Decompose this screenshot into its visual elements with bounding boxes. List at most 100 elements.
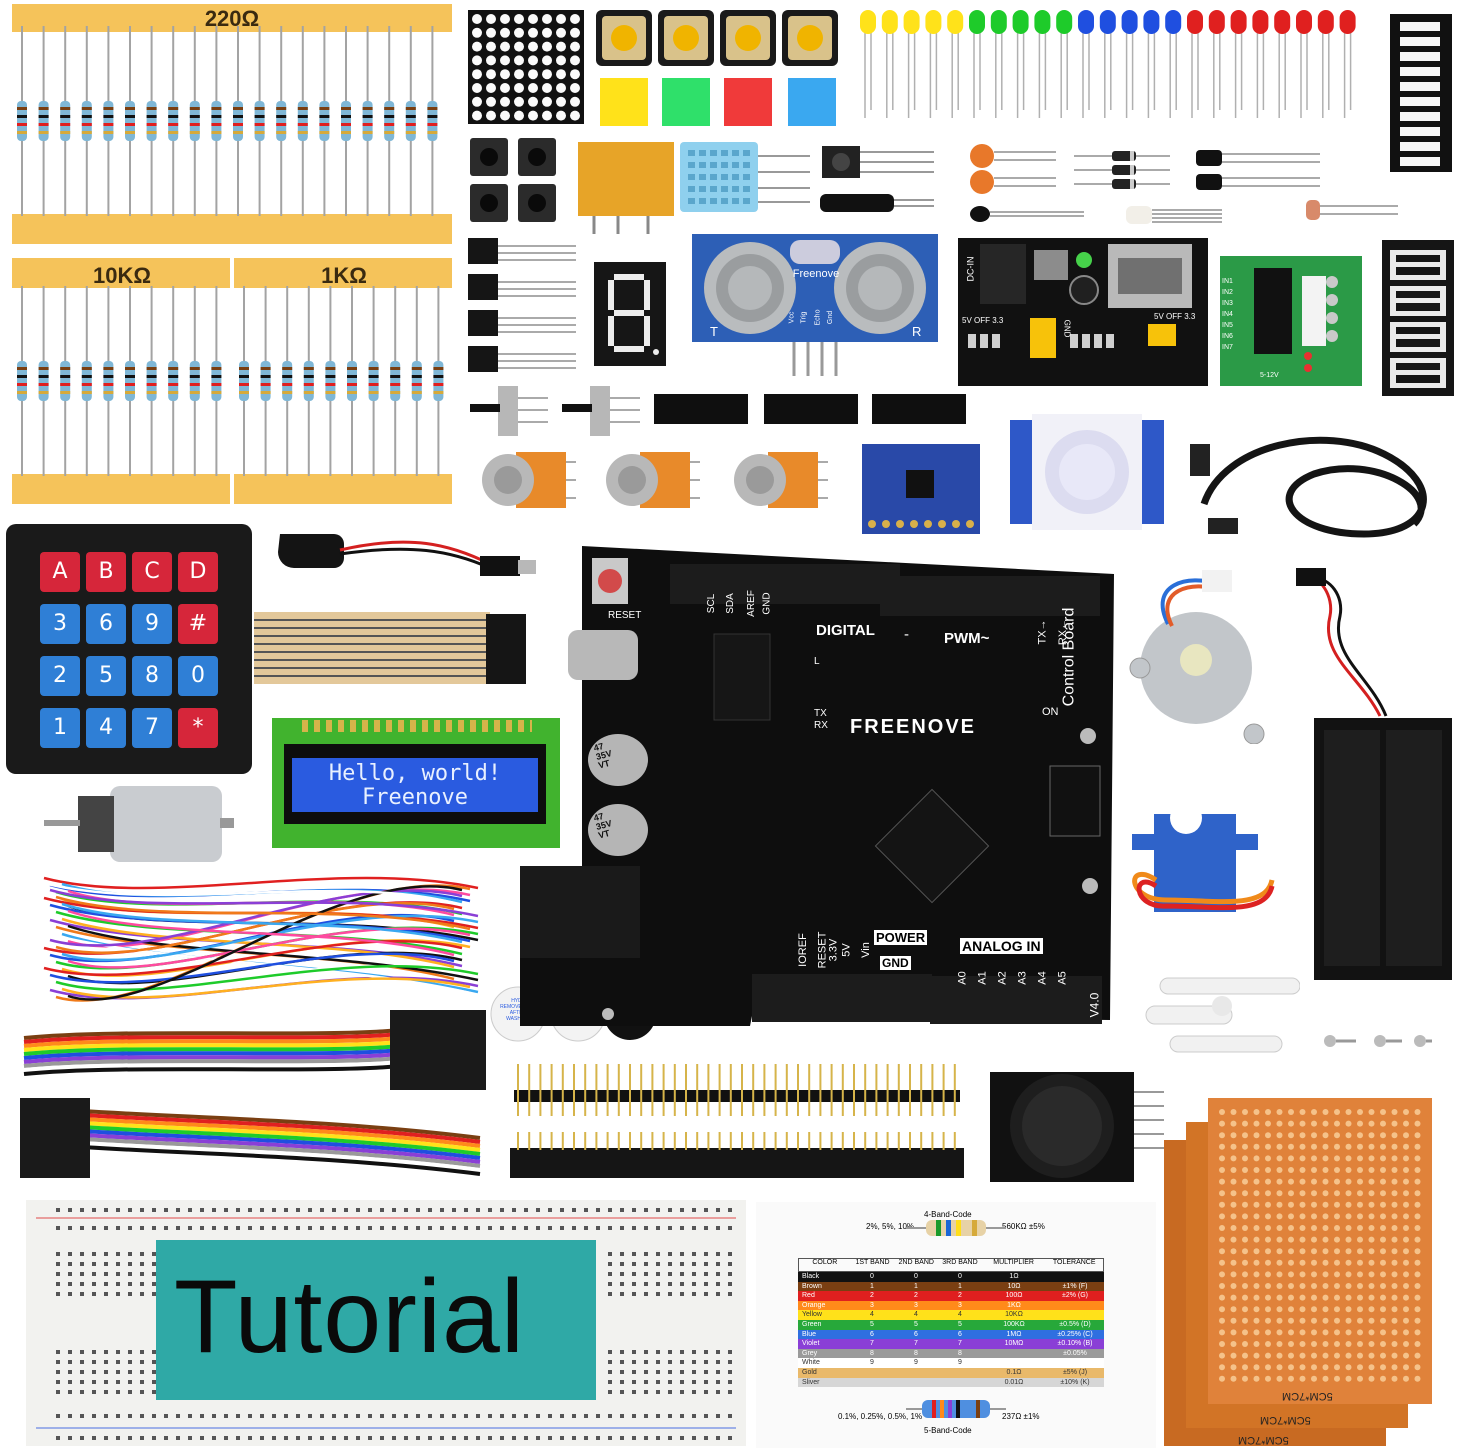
- breadboard-hole: [80, 1252, 84, 1256]
- keypad-key[interactable]: 7: [132, 708, 172, 748]
- keypad-key[interactable]: #: [178, 604, 218, 644]
- perf-pad: [1403, 1352, 1409, 1359]
- tx-arrow-label: TX→: [1036, 619, 1049, 645]
- perf-pad: [1299, 1132, 1306, 1139]
- perf-pad: [1288, 1294, 1294, 1301]
- breadboard-hole: [716, 1272, 720, 1276]
- dht-vent: [721, 162, 728, 168]
- perf-pad: [1403, 1120, 1409, 1127]
- resistor-band: [146, 131, 157, 134]
- perf-pad: [1403, 1109, 1409, 1115]
- dht-vent: [688, 150, 695, 156]
- perf-pad: [1299, 1306, 1306, 1313]
- keypad-key[interactable]: 9: [132, 604, 172, 644]
- perf-pad: [1230, 1120, 1237, 1127]
- color-code-cell: 5: [914, 1320, 918, 1328]
- color-code-cell: 4: [870, 1311, 874, 1319]
- resistor-band: [260, 367, 271, 370]
- perf-pad: [1357, 1317, 1363, 1324]
- color-code-cell: 0.01Ω: [1004, 1378, 1024, 1386]
- keypad-key[interactable]: 6: [86, 604, 126, 644]
- breadboard-hole: [620, 1262, 624, 1266]
- breadboard-hole: [500, 1414, 504, 1418]
- perf-pad: [1391, 1248, 1398, 1255]
- keypad-key[interactable]: B: [86, 552, 126, 592]
- keypad-key[interactable]: 0: [178, 656, 218, 696]
- keypad-key[interactable]: 3: [40, 604, 80, 644]
- breadboard-hole: [56, 1360, 60, 1364]
- breadboard-hole: [716, 1350, 720, 1354]
- breadboard-hole: [704, 1390, 708, 1394]
- resistor-band: [60, 131, 71, 134]
- resistor-band: [390, 375, 401, 378]
- breadboard-hole: [512, 1414, 516, 1418]
- keypad-key[interactable]: D: [178, 552, 218, 592]
- perf-pad: [1403, 1155, 1409, 1162]
- perf-pad: [1380, 1271, 1386, 1278]
- keypad-key[interactable]: A: [40, 552, 80, 592]
- matrix-dot: [486, 83, 496, 93]
- breadboard-hole: [680, 1282, 684, 1286]
- resistor-band: [427, 131, 438, 134]
- perf-pad: [1334, 1341, 1340, 1347]
- breadboard-hole: [128, 1390, 132, 1394]
- perf-pad: [1380, 1132, 1386, 1139]
- perf-pad: [1403, 1294, 1409, 1301]
- segment: [1396, 370, 1440, 375]
- segment: [1396, 298, 1440, 303]
- perf-pad: [1391, 1317, 1398, 1324]
- perf-pad: [1368, 1271, 1375, 1278]
- breadboard-hole: [680, 1380, 684, 1384]
- matrix-dot: [570, 14, 580, 24]
- perf-pad: [1322, 1306, 1329, 1313]
- breadboard-hole: [152, 1262, 156, 1266]
- matrix-dot: [556, 96, 566, 107]
- resistor-band: [17, 367, 27, 370]
- color-code-cell: Blue: [802, 1330, 817, 1338]
- resistor-band: [103, 375, 114, 378]
- perf-pad: [1368, 1364, 1375, 1371]
- dht-vent: [721, 186, 728, 192]
- breadboard-hole: [500, 1208, 504, 1212]
- breadboard-hole: [68, 1262, 72, 1266]
- perf-pad: [1242, 1178, 1248, 1185]
- perf-pad: [1414, 1132, 1421, 1139]
- breadboard-hole: [608, 1252, 612, 1256]
- keypad-key[interactable]: 1: [40, 708, 80, 748]
- resistor-band: [319, 107, 330, 110]
- jumper-wire: [55, 895, 471, 931]
- dht-vent: [710, 162, 717, 168]
- perf-pad: [1391, 1201, 1398, 1208]
- ultrasonic-sensor: Freenove T R Vcc Trig Echo Gnd: [690, 234, 940, 380]
- keypad-key[interactable]: 5: [86, 656, 126, 696]
- breadboard-hole: [620, 1436, 624, 1440]
- breadboard-hole: [104, 1436, 108, 1440]
- breadboard-hole: [620, 1350, 624, 1354]
- keypad-key[interactable]: 2: [40, 656, 80, 696]
- breadboard-hole: [656, 1360, 660, 1364]
- breadboard-hole: [476, 1436, 480, 1440]
- tape-bottom: [234, 474, 452, 504]
- color-code-cell: 1: [870, 1282, 874, 1290]
- perf-pad: [1253, 1132, 1260, 1139]
- perf-pad: [1253, 1294, 1260, 1301]
- breadboard-hole: [116, 1208, 120, 1212]
- keypad-key[interactable]: C: [132, 552, 172, 592]
- resistor-band: [189, 375, 200, 378]
- perf-pad: [1368, 1109, 1375, 1115]
- perf-pad: [1414, 1120, 1421, 1127]
- perf-pad: [1414, 1248, 1421, 1255]
- resistor-band: [81, 383, 92, 386]
- breadboard-hole: [68, 1370, 72, 1374]
- keypad-key[interactable]: 4: [86, 708, 126, 748]
- resistor-band: [282, 383, 293, 386]
- keypad-key[interactable]: 8: [132, 656, 172, 696]
- matrix-dot: [500, 69, 510, 80]
- perf-pad: [1265, 1225, 1271, 1231]
- keypad-key[interactable]: *: [178, 708, 218, 748]
- breadboard-hole: [308, 1414, 312, 1418]
- breadboard-hole: [620, 1282, 624, 1286]
- tape-bottom: [12, 474, 230, 504]
- breadboard-hole: [128, 1226, 132, 1230]
